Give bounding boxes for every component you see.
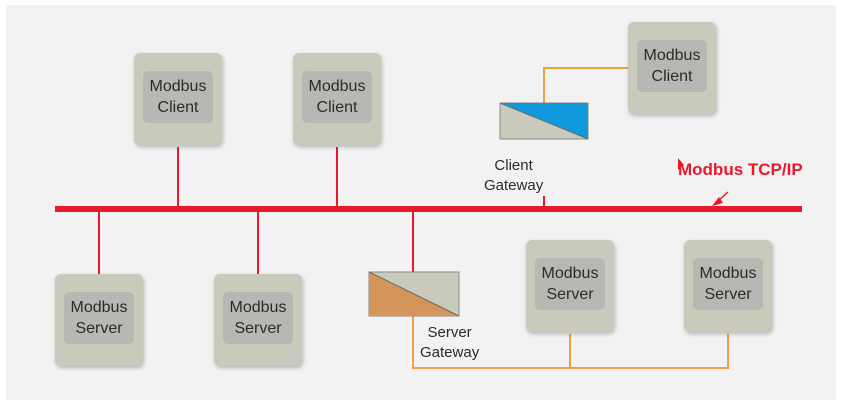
server-gateway — [368, 271, 460, 317]
modbus-server-2-label: Modbus Server — [223, 292, 293, 344]
modbus-server-1: Modbus Server — [55, 274, 143, 366]
client-gateway-caption-line2: Gateway — [484, 177, 544, 194]
modbus-server-2: Modbus Server — [214, 274, 302, 366]
modbus-client-3-line1: Modbus — [643, 47, 701, 64]
client-gateway — [499, 102, 589, 140]
modbus-server-3-label: Modbus Server — [535, 258, 605, 310]
modbus-client-3: Modbus Client — [628, 22, 716, 114]
server-gateway-caption-line2: Gateway — [420, 344, 480, 361]
modbus-server-4-line2: Server — [704, 286, 752, 303]
client-gateway-caption-line1: Client — [494, 157, 533, 174]
server-gateway-caption-line1: Server — [427, 324, 472, 341]
modbus-client-2-line2: Client — [316, 99, 358, 116]
modbus-server-2-line2: Server — [234, 320, 282, 337]
modbus-server-4-label: Modbus Server — [693, 258, 763, 310]
modbus-client-2-label: Modbus Client — [302, 71, 372, 123]
modbus-client-1-line1: Modbus — [149, 78, 207, 95]
modbus-server-4: Modbus Server — [684, 240, 772, 332]
modbus-client-3-label: Modbus Client — [637, 40, 707, 92]
modbus-server-1-line1: Modbus — [70, 299, 128, 316]
protocol-marker-icon — [678, 158, 684, 170]
modbus-server-2-line1: Modbus — [229, 299, 287, 316]
modbus-server-3-line2: Server — [546, 286, 594, 303]
modbus-client-1: Modbus Client — [134, 53, 222, 145]
protocol-pointer-arrowhead — [712, 197, 723, 206]
protocol-label: Modbus TCP/IP — [678, 160, 803, 179]
server-gateway-caption: Server Gateway — [420, 323, 479, 363]
modbus-client-1-line2: Client — [157, 99, 199, 116]
modbus-server-4-line1: Modbus — [699, 265, 757, 282]
modbus-client-3-line2: Client — [651, 68, 693, 85]
modbus-server-3-line1: Modbus — [541, 265, 599, 282]
modbus-client-1-label: Modbus Client — [143, 71, 213, 123]
modbus-server-1-label: Modbus Server — [64, 292, 134, 344]
modbus-server-3: Modbus Server — [526, 240, 614, 332]
modbus-client-2-line1: Modbus — [308, 78, 366, 95]
client-gateway-link — [543, 67, 628, 103]
modbus-server-1-line2: Server — [75, 320, 123, 337]
client-gateway-caption: Client Gateway — [484, 156, 543, 196]
modbus-client-2: Modbus Client — [293, 53, 381, 145]
